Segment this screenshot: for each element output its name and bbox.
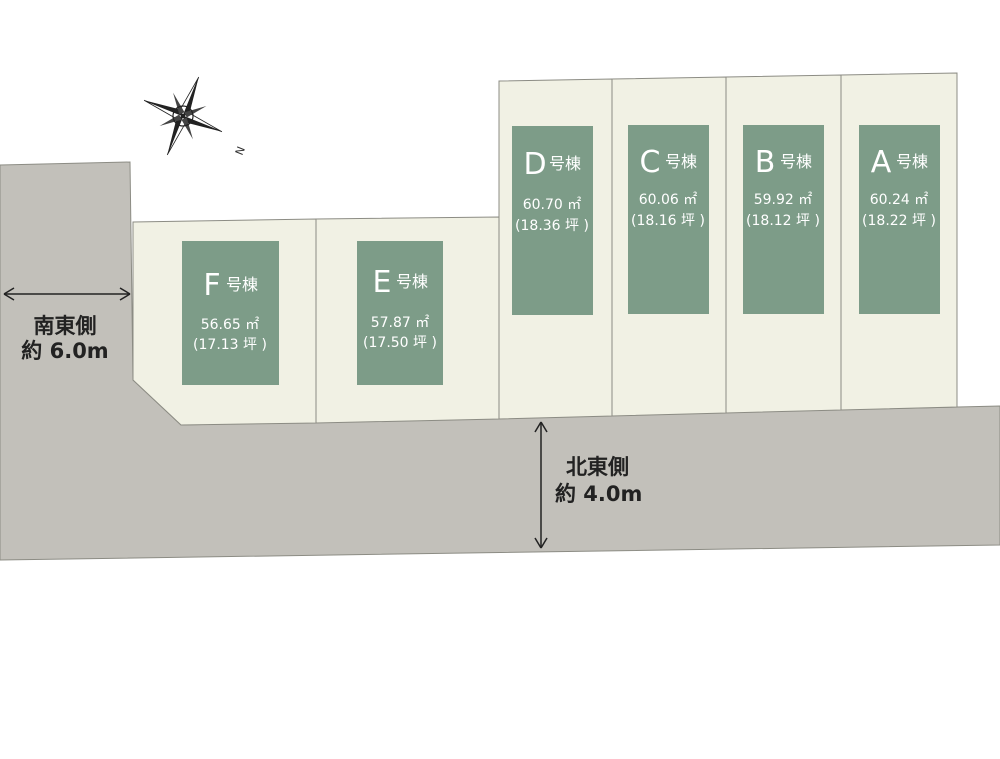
house-B-area: 59.92 ㎡	[754, 192, 813, 208]
house-D-area: 60.70 ㎡	[523, 197, 582, 213]
house-B-footprint	[743, 125, 824, 314]
northeast-arrow-up-icon	[534, 421, 548, 433]
house-C: C 号棟 60.06 ㎡ (18.16 坪 )	[628, 125, 709, 314]
compass	[143, 76, 223, 156]
house-D-suffix: 号棟	[549, 154, 581, 173]
house-C-letter: C	[640, 145, 661, 180]
house-A-letter: A	[871, 145, 892, 180]
house-B-tsubo: (18.12 坪 )	[746, 213, 820, 229]
compass-star-icon	[143, 76, 223, 156]
house-E-tsubo: (17.50 坪 )	[363, 335, 437, 351]
house-E-letter: E	[373, 265, 392, 300]
northeast-road-dimension: 北東側 約 4.0m	[534, 421, 642, 549]
northeast-arrow-down-icon	[534, 537, 548, 549]
southeast-arrow-right-icon	[119, 287, 131, 301]
house-A-footprint	[859, 125, 940, 314]
house-C-footprint	[628, 125, 709, 314]
house-F: F 号棟 56.65 ㎡ (17.13 坪 )	[182, 241, 279, 385]
house-F-tsubo: (17.13 坪 )	[193, 337, 267, 353]
house-C-area: 60.06 ㎡	[639, 192, 698, 208]
house-E-area: 57.87 ㎡	[371, 315, 430, 331]
house-B-suffix: 号棟	[780, 152, 812, 171]
house-A-tsubo: (18.22 坪 )	[862, 213, 936, 229]
house-D-letter: D	[523, 147, 546, 182]
southeast-road-width: 約 6.0m	[21, 339, 108, 363]
house-A: A 号棟 60.24 ㎡ (18.22 坪 )	[859, 125, 940, 314]
southeast-road-direction: 南東側	[34, 314, 97, 338]
house-A-suffix: 号棟	[896, 152, 928, 171]
house-C-suffix: 号棟	[665, 152, 697, 171]
house-F-suffix: 号棟	[226, 275, 258, 294]
house-B-letter: B	[755, 145, 776, 180]
house-E-suffix: 号棟	[396, 272, 428, 291]
house-D: D 号棟 60.70 ㎡ (18.36 坪 )	[512, 126, 593, 315]
house-B: B 号棟 59.92 ㎡ (18.12 坪 )	[743, 125, 824, 314]
northeast-road-direction: 北東側	[566, 455, 629, 479]
northeast-road-width: 約 4.0m	[555, 482, 642, 506]
house-F-area: 56.65 ㎡	[201, 317, 260, 333]
house-D-tsubo: (18.36 坪 )	[515, 218, 589, 234]
house-F-letter: F	[203, 268, 220, 303]
house-D-footprint	[512, 126, 593, 315]
southeast-road-dimension: 南東側 約 6.0m	[3, 287, 131, 363]
southeast-arrow-left-icon	[3, 287, 15, 301]
house-E: E 号棟 57.87 ㎡ (17.50 坪 )	[357, 241, 443, 385]
compass-north-label: N	[232, 144, 247, 157]
house-F-footprint	[182, 241, 279, 385]
house-E-footprint	[357, 241, 443, 385]
house-C-tsubo: (18.16 坪 )	[631, 213, 705, 229]
house-A-area: 60.24 ㎡	[870, 192, 929, 208]
